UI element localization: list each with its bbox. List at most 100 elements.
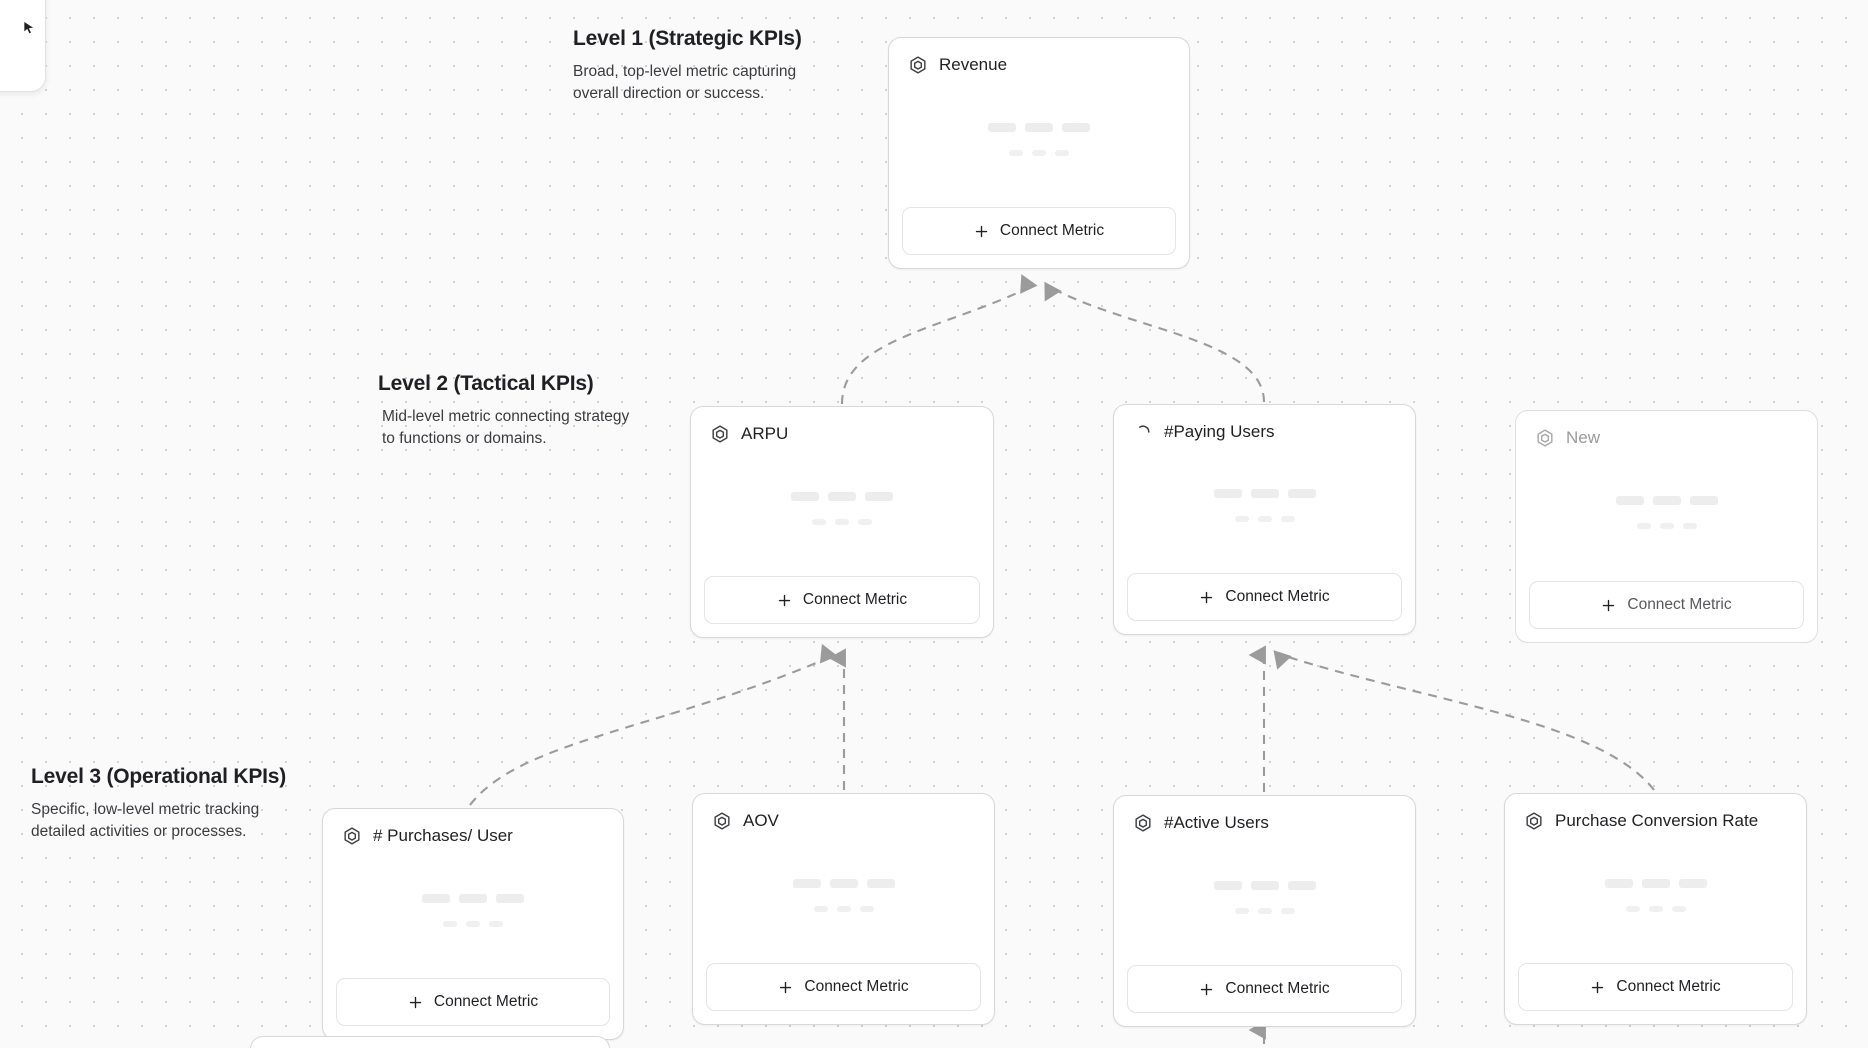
skeleton-bar xyxy=(1678,878,1707,888)
skeleton-bar xyxy=(791,491,819,501)
card-header: New xyxy=(1516,411,1817,448)
skeleton-bar xyxy=(1636,523,1651,529)
level-3-description: Specific, low-level metric tracking deta… xyxy=(31,801,260,841)
card-header: AOV xyxy=(693,794,994,831)
skeleton-bar xyxy=(489,920,503,927)
card-header: Revenue xyxy=(889,38,1189,75)
skeleton-bar xyxy=(1032,149,1046,156)
hexagon-metric-icon xyxy=(344,827,360,845)
skeleton-bar xyxy=(443,920,457,927)
skeleton-row-secondary xyxy=(1636,523,1697,529)
connect-metric-button[interactable]: Connect Metric xyxy=(1127,965,1402,1013)
hexagon-metric-icon xyxy=(1135,814,1151,832)
level-1-description: Broad, top-level metric capturing overal… xyxy=(573,63,797,103)
skeleton-bar xyxy=(1604,878,1633,888)
connect-metric-label: Connect Metric xyxy=(433,993,539,1010)
card-skeleton-body xyxy=(1114,833,1415,965)
skeleton-row-secondary xyxy=(1625,905,1686,912)
connect-metric-label: Connect Metric xyxy=(1225,588,1330,605)
connect-metric-button[interactable]: Connect Metric xyxy=(1127,573,1402,621)
skeleton-bar xyxy=(1280,516,1295,522)
level-2-title: Level 2 (Tactical KPIs) xyxy=(378,372,594,395)
skeleton-row-primary xyxy=(422,893,524,903)
skeleton-bar xyxy=(865,491,893,501)
card-skeleton-body xyxy=(323,846,623,978)
skeleton-bar xyxy=(1641,878,1670,888)
skeleton-row-secondary xyxy=(1234,907,1295,914)
skeleton-bar xyxy=(813,905,828,912)
skeleton-bar xyxy=(866,878,895,888)
skeleton-row-secondary xyxy=(1234,516,1295,522)
plus-icon xyxy=(1603,599,1615,611)
connect-metric-button[interactable]: Connect Metric xyxy=(706,963,981,1011)
metric-card-new[interactable]: New Connect Metric xyxy=(1515,410,1818,643)
card-header: #Paying Users xyxy=(1114,405,1415,442)
metric-card-arpu[interactable]: ARPU Connect Metric xyxy=(690,406,994,638)
metric-card-purchases-per-user[interactable]: # Purchases/ User Connect Metric xyxy=(322,808,624,1040)
level-1-title: Level 1 (Strategic KPIs) xyxy=(573,27,802,50)
card-title: New xyxy=(1566,428,1601,447)
skeleton-bar xyxy=(858,518,872,525)
card-header: ARPU xyxy=(691,407,993,444)
skeleton-bar xyxy=(1250,880,1279,890)
skeleton-bar xyxy=(1287,489,1316,498)
card-skeleton-body xyxy=(1114,442,1415,573)
metric-card-offscreen-bottom[interactable] xyxy=(250,1036,610,1048)
skeleton-bar xyxy=(792,878,821,888)
card-skeleton-body xyxy=(1505,831,1806,963)
metric-card-revenue[interactable]: Revenue Connect Metric xyxy=(888,37,1190,269)
skeleton-bar xyxy=(859,905,874,912)
metric-card-active-users[interactable]: #Active Users Connect Metric xyxy=(1113,795,1416,1027)
skeleton-bar xyxy=(496,893,524,903)
card-skeleton-body xyxy=(1516,448,1817,581)
skeleton-bar xyxy=(1287,880,1316,890)
card-title: #Active Users xyxy=(1164,813,1269,832)
card-title: #Paying Users xyxy=(1164,422,1275,441)
level-2-label: Level 2 (Tactical KPIs) Mid-level metric… xyxy=(378,372,634,450)
skeleton-bar xyxy=(1062,122,1090,132)
skeleton-bar xyxy=(1250,489,1279,498)
skeleton-bar xyxy=(1009,149,1023,156)
skeleton-bar xyxy=(1280,907,1295,914)
connect-metric-label: Connect Metric xyxy=(999,222,1105,239)
connect-metric-button[interactable]: Connect Metric xyxy=(1518,963,1793,1011)
card-header: #Active Users xyxy=(1114,796,1415,833)
hexagon-metric-icon xyxy=(712,425,728,443)
connect-metric-label: Connect Metric xyxy=(1627,596,1732,613)
card-title: Revenue xyxy=(939,55,1008,74)
metric-card-paying-users[interactable]: #Paying Users Connect Metric xyxy=(1113,404,1416,635)
connect-metric-button[interactable]: Connect Metric xyxy=(902,207,1176,255)
connect-metric-button[interactable]: Connect Metric xyxy=(704,576,980,624)
skeleton-bar xyxy=(1234,516,1249,522)
skeleton-bar xyxy=(466,920,480,927)
skeleton-row-secondary xyxy=(813,905,874,912)
hexagon-metric-icon xyxy=(910,56,926,74)
skeleton-row-primary xyxy=(1213,880,1316,890)
level-3-title: Level 3 (Operational KPIs) xyxy=(31,765,287,788)
loading-spinner-icon xyxy=(1139,425,1150,433)
hexagon-metric-icon xyxy=(1526,812,1542,830)
connect-metric-label: Connect Metric xyxy=(804,978,909,995)
connect-metric-label: Connect Metric xyxy=(1225,980,1330,997)
skeleton-bar xyxy=(1025,122,1053,132)
metric-card-purchase-conversion-rate[interactable]: Purchase Conversion Rate Connect Metric xyxy=(1504,793,1807,1025)
metric-card-aov[interactable]: AOV Connect Metric xyxy=(692,793,995,1025)
connect-metric-button[interactable]: Connect Metric xyxy=(336,978,610,1026)
level-2-description: Mid-level metric connecting strategy to … xyxy=(382,408,630,448)
card-title: ARPU xyxy=(741,424,789,443)
skeleton-bar xyxy=(1055,149,1069,156)
skeleton-bar xyxy=(1257,907,1272,914)
edge-purchases-per-user-to-arpu xyxy=(469,643,838,806)
connect-metric-button[interactable]: Connect Metric xyxy=(1529,581,1804,629)
skeleton-row-primary xyxy=(791,491,893,501)
skeleton-bar xyxy=(812,518,826,525)
card-skeleton-body xyxy=(693,831,994,963)
edge-paying-users-to-revenue xyxy=(1044,281,1266,403)
skeleton-bar xyxy=(1213,880,1242,890)
floating-corner-panel[interactable] xyxy=(0,0,46,92)
skeleton-bar xyxy=(988,122,1016,132)
skeleton-bar xyxy=(836,905,851,912)
cursor-icon xyxy=(24,22,33,34)
card-title: Purchase Conversion Rate xyxy=(1555,811,1759,830)
